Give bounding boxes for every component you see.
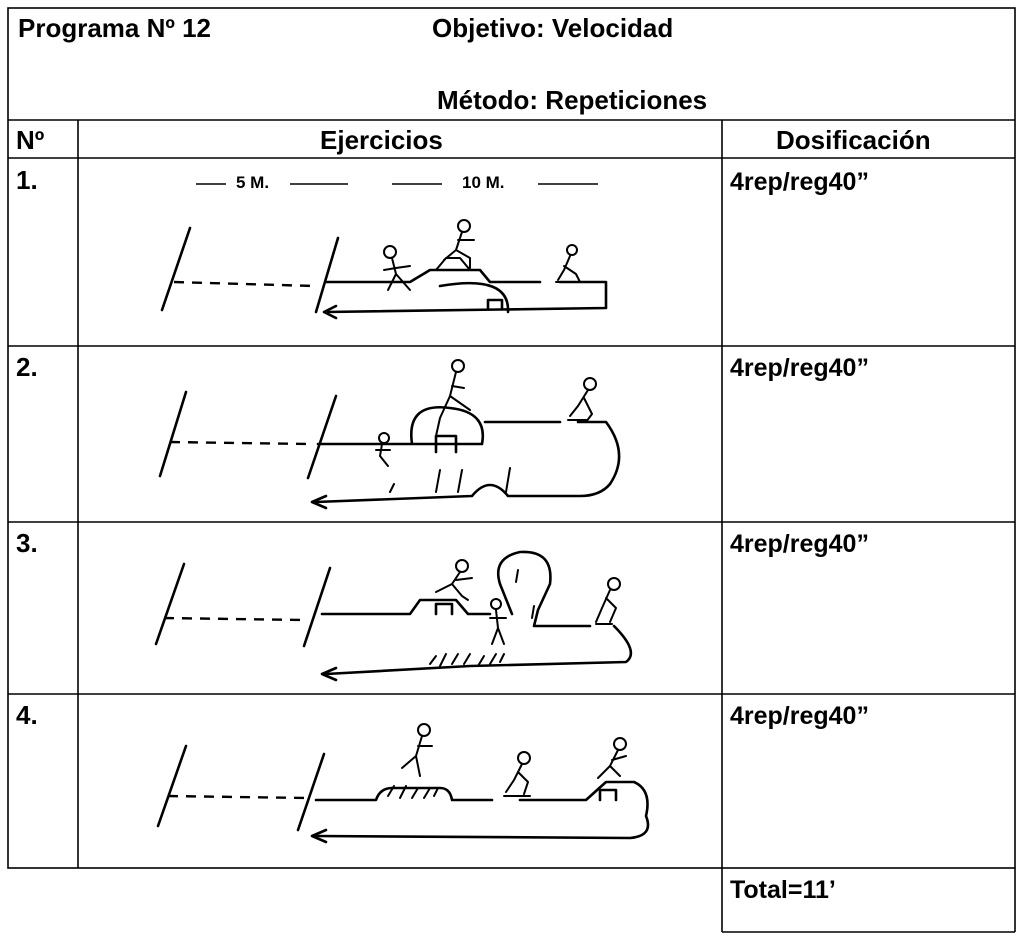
objective-label: Objetivo: Velocidad bbox=[432, 13, 674, 43]
method-label: Método: Repeticiones bbox=[437, 85, 708, 115]
obstacle-box bbox=[434, 434, 458, 454]
hurdle-comb bbox=[387, 785, 439, 799]
total-duration: Total=11’ bbox=[730, 876, 836, 904]
track-path bbox=[324, 268, 608, 314]
row-dosage: 4rep/reg40” bbox=[730, 702, 869, 730]
return-arrow-head bbox=[322, 304, 338, 320]
row-number: 3. bbox=[16, 528, 38, 558]
crouching-figure bbox=[567, 377, 597, 423]
column-header-dosage: Dosificación bbox=[776, 125, 931, 155]
track-path bbox=[314, 780, 650, 840]
start-line bbox=[154, 562, 186, 646]
distance-label-5m: 5 M. bbox=[236, 173, 270, 192]
approach-dashed-line bbox=[163, 616, 307, 622]
row-number: 2. bbox=[16, 352, 38, 382]
return-arrow-head bbox=[310, 828, 328, 844]
track-path bbox=[314, 405, 621, 504]
row-dosage: 4rep/reg40” bbox=[730, 530, 869, 558]
start-line bbox=[160, 226, 192, 312]
obstacle-box bbox=[434, 602, 454, 616]
distance-marker-10m: 10 M. bbox=[392, 172, 598, 196]
runner-figure bbox=[597, 737, 627, 779]
program-title: Programa Nº 12 bbox=[18, 13, 212, 43]
mark-line bbox=[314, 236, 340, 314]
row-dosage: 4rep/reg40” bbox=[730, 354, 869, 382]
track-path bbox=[320, 550, 633, 676]
approach-dashed-line bbox=[167, 794, 311, 800]
approach-dashed-line bbox=[173, 280, 315, 288]
runner-figure bbox=[383, 245, 411, 291]
column-header-number: Nº bbox=[16, 125, 45, 155]
exercise-4-diagram bbox=[156, 723, 650, 844]
mark-line bbox=[302, 566, 332, 648]
jumper-figure bbox=[435, 559, 473, 601]
hurdle-comb bbox=[429, 653, 505, 667]
start-line bbox=[158, 390, 188, 478]
exercise-3-diagram bbox=[154, 550, 633, 682]
jumper-figure bbox=[435, 219, 475, 271]
distance-marker-5m: 5 M. bbox=[196, 172, 348, 196]
start-line bbox=[156, 744, 188, 828]
row-number: 1. bbox=[16, 165, 38, 195]
column-header-exercises: Ejercicios bbox=[320, 125, 443, 155]
marker-sticks bbox=[515, 569, 535, 619]
jumper-figure bbox=[435, 359, 471, 437]
obstacle-box bbox=[598, 788, 618, 802]
crouching-figure bbox=[503, 751, 531, 797]
mark-line bbox=[296, 752, 326, 832]
runner-figure bbox=[489, 598, 507, 645]
row-dosage: 4rep/reg40” bbox=[730, 168, 869, 196]
exercise-1-diagram bbox=[160, 219, 608, 320]
row-number: 4. bbox=[16, 700, 38, 730]
return-arrow-head bbox=[310, 494, 328, 510]
marker-sticks bbox=[389, 467, 511, 493]
small-figure bbox=[375, 432, 391, 467]
jumper-figure bbox=[401, 723, 433, 777]
hurdle bbox=[438, 281, 510, 314]
exercise-2-diagram bbox=[158, 359, 621, 510]
crouching-figure bbox=[555, 244, 585, 283]
mark-line bbox=[306, 394, 338, 480]
approach-dashed-line bbox=[169, 440, 311, 446]
return-arrow-head bbox=[320, 666, 338, 682]
crouching-figure bbox=[595, 577, 621, 625]
distance-label-10m: 10 M. bbox=[462, 173, 505, 192]
